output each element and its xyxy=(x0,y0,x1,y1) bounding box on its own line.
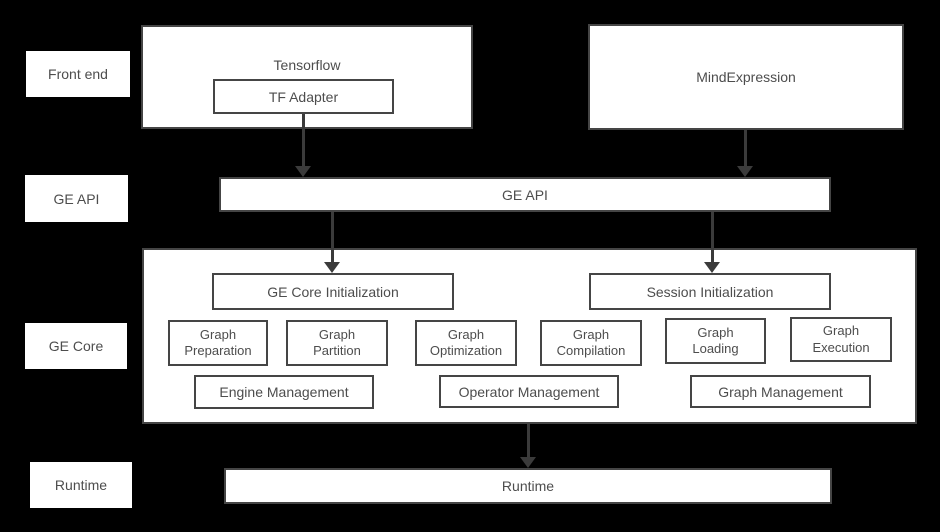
graph-optimization-box: Graph Optimization xyxy=(415,320,517,366)
engine-management-box: Engine Management xyxy=(194,375,374,409)
arrow-ge-core-to-runtime xyxy=(520,424,536,468)
arrow-head-icon xyxy=(295,166,311,177)
graph-execution-box: Graph Execution xyxy=(790,317,892,362)
ge-core-initialization-box: GE Core Initialization xyxy=(212,273,454,310)
tf-adapter-box: TF Adapter xyxy=(213,79,394,114)
mindexpression-box: MindExpression xyxy=(588,24,904,130)
graph-partition-box: Graph Partition xyxy=(286,320,388,366)
layer-label-ge-api: GE API xyxy=(25,175,128,222)
session-initialization-box: Session Initialization xyxy=(589,273,831,310)
arrow-head-icon xyxy=(520,457,536,468)
graph-management-box: Graph Management xyxy=(690,375,871,408)
arrow-tf-adapter-to-ge-api xyxy=(295,114,311,177)
graph-compilation-box: Graph Compilation xyxy=(540,320,642,366)
layer-label-front-end: Front end xyxy=(26,51,130,97)
arrow-shaft xyxy=(301,114,305,168)
runtime-bar: Runtime xyxy=(224,468,832,504)
layer-label-runtime: Runtime xyxy=(30,462,132,508)
arrow-head-icon xyxy=(324,262,340,273)
graph-preparation-box: Graph Preparation xyxy=(168,320,268,366)
graph-loading-box: Graph Loading xyxy=(665,318,766,364)
arrow-mindexpression-to-ge-api xyxy=(737,130,753,177)
operator-management-box: Operator Management xyxy=(439,375,619,408)
ge-api-bar: GE API xyxy=(219,177,831,212)
layer-label-ge-core: GE Core xyxy=(25,323,127,369)
arrow-head-icon xyxy=(737,166,753,177)
arrow-shaft xyxy=(526,424,530,459)
arrow-ge-api-to-ge-core-initialization xyxy=(324,212,340,273)
arrow-shaft xyxy=(710,212,714,264)
arrow-head-icon xyxy=(704,262,720,273)
arrow-shaft xyxy=(743,130,747,168)
arrow-shaft xyxy=(330,212,334,264)
arrow-ge-api-to-session-initialization xyxy=(704,212,720,273)
tensorflow-title: Tensorflow xyxy=(273,57,341,73)
